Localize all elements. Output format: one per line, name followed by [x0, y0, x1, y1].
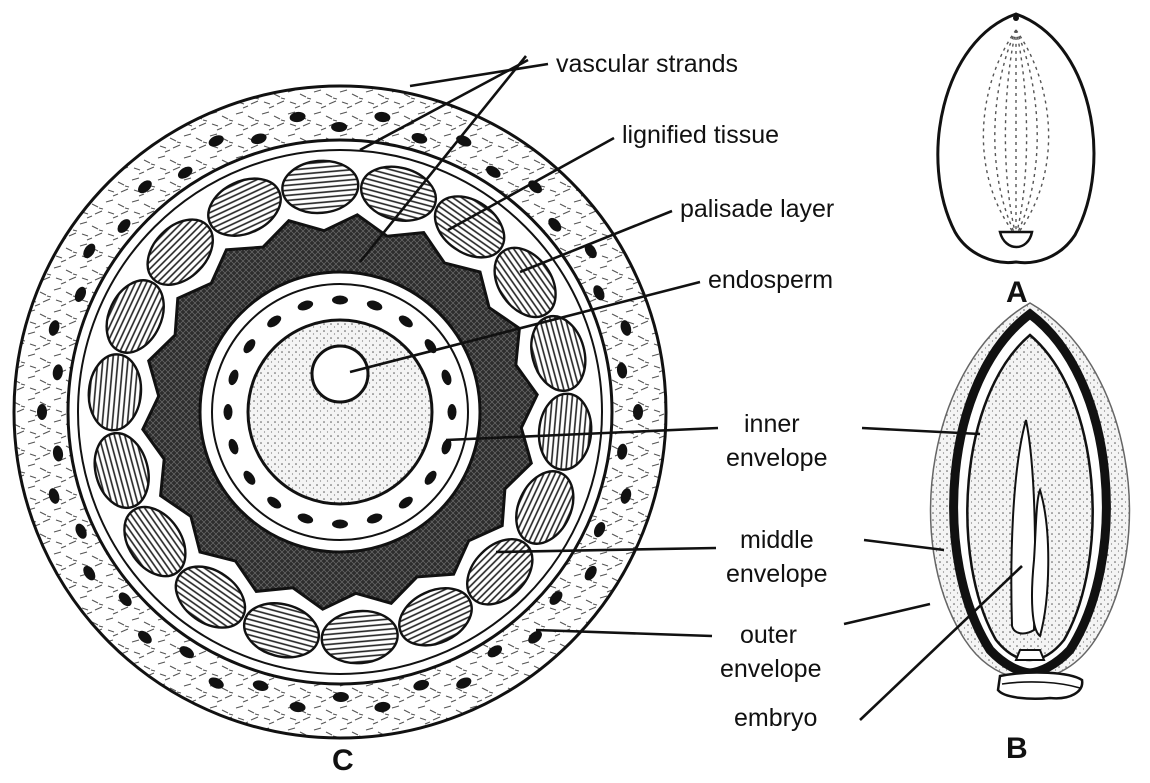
label-embryo: embryo	[734, 704, 817, 732]
label-inner-envelope-line2: envelope	[726, 444, 827, 472]
vascular-strand	[331, 122, 347, 132]
panel-label-c: C	[332, 744, 354, 777]
label-outer-envelope-line2: envelope	[720, 655, 821, 683]
panel-label-b: B	[1006, 732, 1028, 765]
leader-outer-b	[844, 604, 930, 624]
inner-vascular-strand	[332, 520, 348, 529]
vascular-strand	[633, 404, 643, 420]
inner-vascular-strand	[332, 296, 348, 305]
vascular-strand	[333, 692, 349, 702]
inner-vascular-strand	[224, 404, 233, 420]
vascular-strand	[37, 404, 47, 420]
inner-vascular-strand	[448, 404, 457, 420]
leader-vascular-1	[410, 64, 548, 86]
cross-section-drawing	[14, 86, 666, 738]
label-vascular-strands: vascular strands	[556, 50, 738, 78]
longitudinal-section-drawing	[931, 303, 1130, 699]
panel-label-a: A	[1006, 276, 1028, 309]
radicle	[1016, 650, 1044, 660]
seed-tip	[1013, 15, 1019, 21]
label-inner-envelope-line1: inner	[744, 410, 800, 438]
label-lignified-tissue: lignified tissue	[622, 121, 779, 149]
label-palisade-layer: palisade layer	[680, 195, 834, 223]
label-middle-envelope-line2: envelope	[726, 560, 827, 588]
whole-seed-drawing	[938, 14, 1094, 263]
central-cavity	[312, 346, 368, 402]
label-outer-envelope-line1: outer	[740, 621, 797, 649]
label-endosperm: endosperm	[708, 266, 833, 294]
label-middle-envelope-line1: middle	[740, 526, 814, 554]
